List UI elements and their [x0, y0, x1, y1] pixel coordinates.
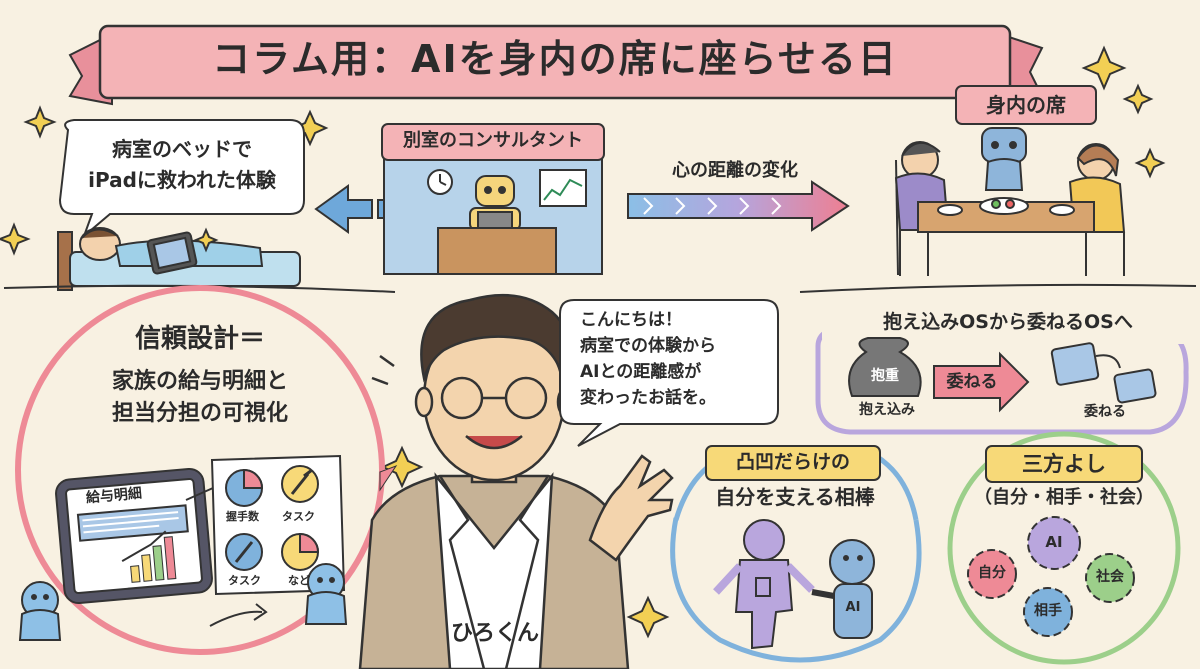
sparkle-icons — [0, 45, 1166, 639]
chart-label-3: タスク — [228, 574, 261, 587]
gear-label-partner: 相手 — [1034, 603, 1062, 619]
ai-robot-label: AI — [845, 600, 861, 615]
speech-line4: 変わったお話を。 — [580, 388, 716, 408]
hold-caption: 抱え込み — [859, 402, 915, 418]
chart-label-2: タスク — [282, 510, 315, 523]
hospital-bubble — [58, 119, 305, 240]
consultant-label: 別室のコンサルタント — [403, 130, 583, 151]
delegate-caption: 委ねる — [1084, 404, 1126, 420]
ai-robot-character — [811, 539, 875, 639]
documents-icon — [1050, 342, 1157, 404]
purple-character — [713, 519, 815, 650]
family-label-box — [955, 85, 1097, 125]
blue-character-left — [18, 581, 62, 641]
presenter-illustration — [358, 293, 674, 669]
gear-label-ai: AI — [1045, 533, 1063, 551]
hospital-bubble-line1: 病室のベッドで — [112, 137, 252, 161]
gear-label-society: 社会 — [1096, 569, 1124, 585]
gear-icons — [967, 516, 1135, 637]
consultant-room — [383, 149, 603, 275]
title-banner — [68, 24, 1044, 106]
os-box — [815, 306, 1194, 435]
partner-heading-box — [705, 445, 881, 481]
sanpo-heading-box — [985, 445, 1143, 483]
consultant-label-box — [381, 123, 605, 161]
heavy-bag-icon — [848, 337, 922, 397]
gear-label-self: 自分 — [978, 565, 1006, 581]
speech-line3: AIとの距離感が — [580, 362, 702, 382]
chart-label-1: 握手数 — [226, 510, 259, 523]
trust-heading: 信頼設計＝ — [134, 324, 265, 354]
family-table-scene — [894, 127, 1126, 276]
hospital-bed-scene — [57, 227, 301, 291]
sanpo-circle — [947, 431, 1181, 665]
speech-bubble-shape — [559, 299, 779, 447]
sanpo-heading: 三方よし — [1022, 452, 1106, 476]
distance-arrow-icon — [627, 180, 850, 232]
left-arrow-icon — [314, 184, 395, 234]
task-pie-chart-sheet — [210, 454, 346, 596]
partner-heading-line2: 自分を支える相棒 — [715, 485, 875, 509]
page-title: コラム用：AIを身内の席に座らせる日 — [212, 37, 898, 81]
sanpo-subheading: （自分・相手・社会） — [974, 487, 1154, 508]
partner-heading-line1: 凸凹だらけの — [735, 451, 850, 473]
trust-line2: 担当分担の可視化 — [111, 401, 288, 426]
os-heading: 抱え込みOSから委ねるOSへ — [883, 311, 1133, 333]
curved-arrow-icon — [209, 610, 263, 627]
divider-line-right — [799, 283, 1197, 293]
speech-line2: 病室での体験から — [580, 336, 716, 356]
chart-label-4: など — [288, 574, 310, 587]
delegate-arrow-icon — [933, 351, 1030, 413]
trust-heading-box — [106, 320, 294, 358]
bag-label: 抱重 — [871, 368, 899, 384]
trust-circle — [15, 285, 398, 655]
trust-line1: 家族の給与明細と — [111, 369, 288, 394]
hospital-bubble-line2: iPadに救われた体験 — [88, 168, 276, 192]
blue-character-right — [304, 563, 348, 625]
distance-label: 心の距離の変化 — [672, 160, 798, 181]
presenter-name: ひろくん — [450, 621, 539, 646]
delegate-arrow-label: 委ねる — [946, 372, 998, 392]
payslip-tablet — [55, 467, 223, 605]
speech-line1: こんにちは！ — [580, 310, 682, 330]
family-label: 身内の席 — [986, 93, 1066, 117]
